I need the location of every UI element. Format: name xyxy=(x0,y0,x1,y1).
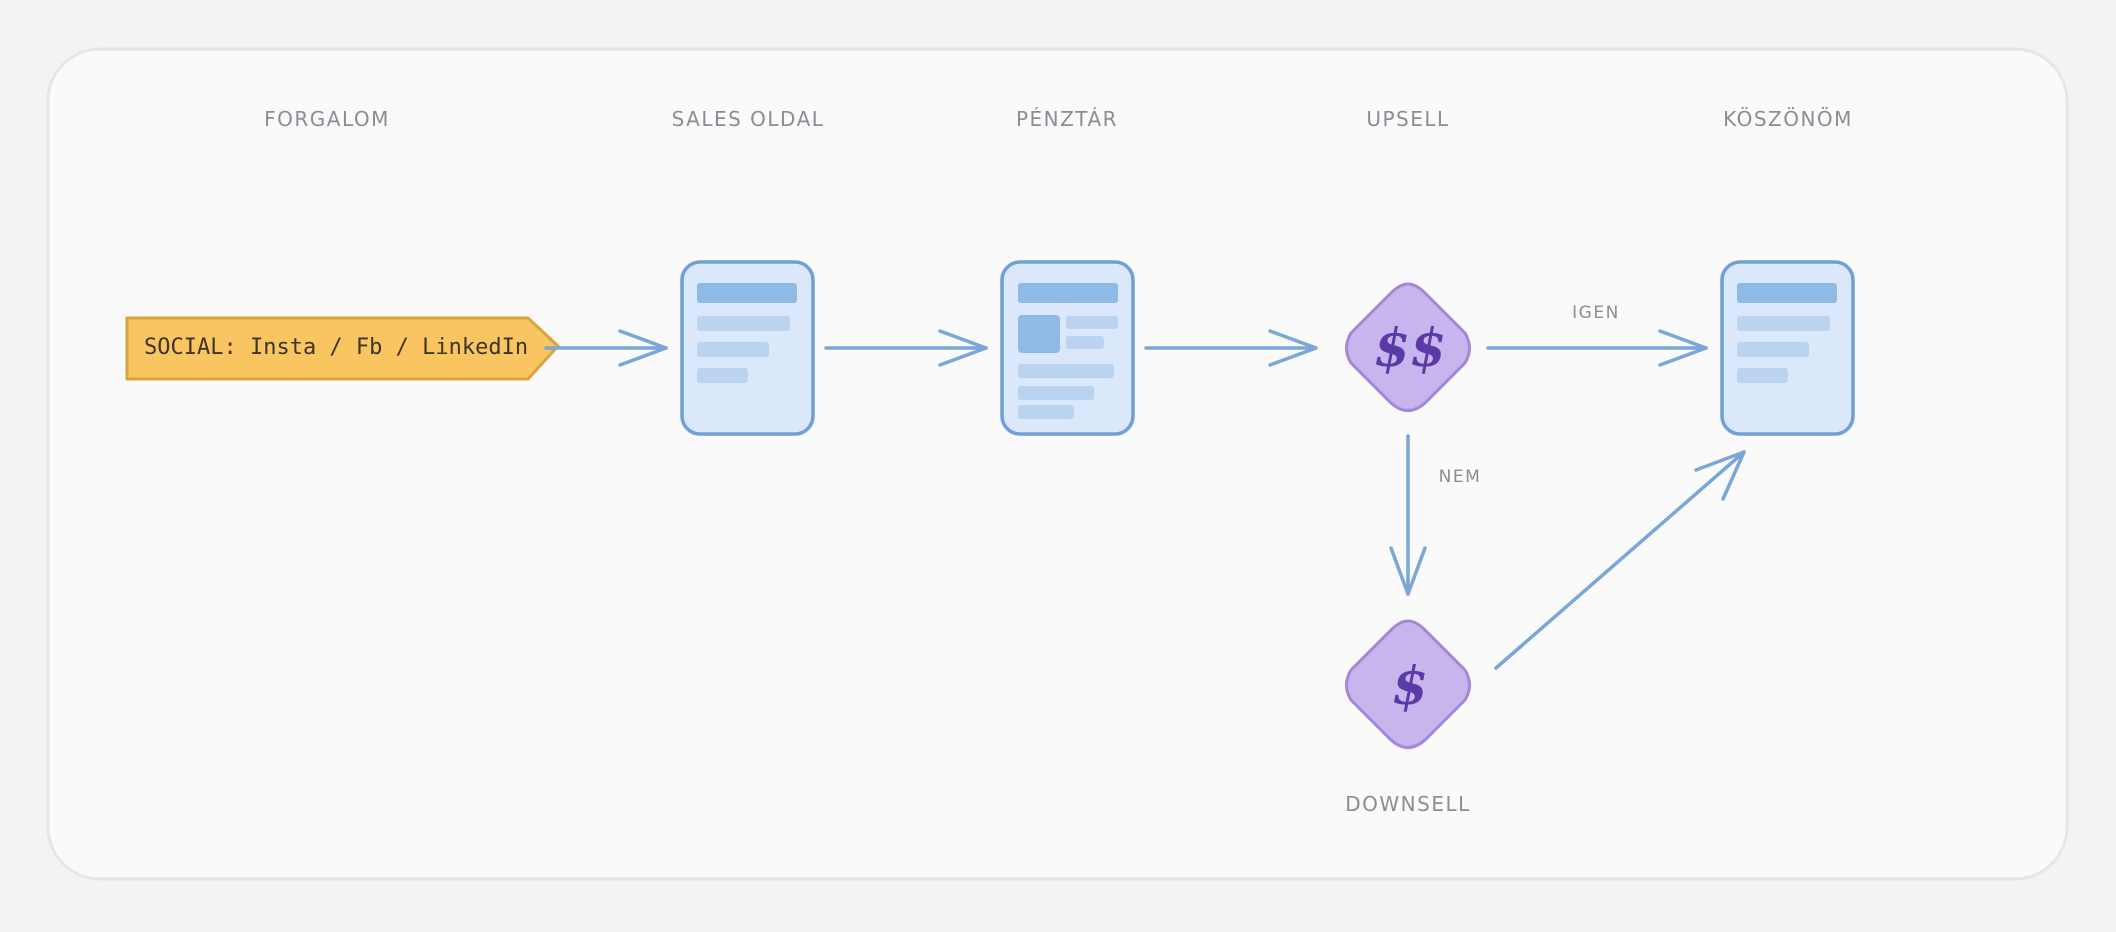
downsell-symbol: $ xyxy=(1392,656,1428,717)
page-mockup-icon xyxy=(1737,283,1837,383)
arrow-sales-to-checkout xyxy=(824,329,988,367)
edge-label-no: NEM xyxy=(1439,467,1482,487)
diagram-card xyxy=(46,47,2069,881)
arrow-checkout-to-upsell xyxy=(1144,329,1318,367)
column-header-sales-oldal: SALES OLDAL xyxy=(672,107,825,131)
arrow-downsell-to-thankyou xyxy=(1494,450,1746,670)
column-header-upsell: UPSELL xyxy=(1366,107,1449,131)
upsell-symbol: $$ xyxy=(1374,318,1446,379)
downsell-node[interactable]: $ xyxy=(1345,619,1471,749)
arrow-source-to-sales xyxy=(544,329,668,367)
downsell-label: DOWNSELL xyxy=(1345,792,1471,816)
column-header-forgalom: FORGALOM xyxy=(264,107,390,131)
diamond-icon xyxy=(1345,619,1471,749)
edge-label-yes: IGEN xyxy=(1572,303,1620,323)
checkout-page-mockup-icon xyxy=(1018,283,1118,419)
column-header-koszonom: KÖSZÖNÖM xyxy=(1723,107,1853,131)
arrow-upsell-to-downsell xyxy=(1389,434,1427,596)
page-mockup-icon xyxy=(697,283,797,383)
column-header-penztar: PÉNZTÁR xyxy=(1016,107,1118,131)
tag-shape xyxy=(125,316,560,381)
diamond-icon xyxy=(1345,282,1471,412)
checkout-page-node[interactable] xyxy=(1000,260,1135,436)
thankyou-page-node[interactable] xyxy=(1720,260,1855,436)
traffic-source-label: SOCIAL: Insta / Fb / LinkedIn xyxy=(144,335,528,360)
traffic-source-tag[interactable]: SOCIAL: Insta / Fb / LinkedIn xyxy=(125,316,560,381)
upsell-node[interactable]: $$ xyxy=(1345,282,1471,412)
sales-page-node[interactable] xyxy=(680,260,815,436)
arrow-upsell-to-thankyou xyxy=(1486,329,1708,367)
